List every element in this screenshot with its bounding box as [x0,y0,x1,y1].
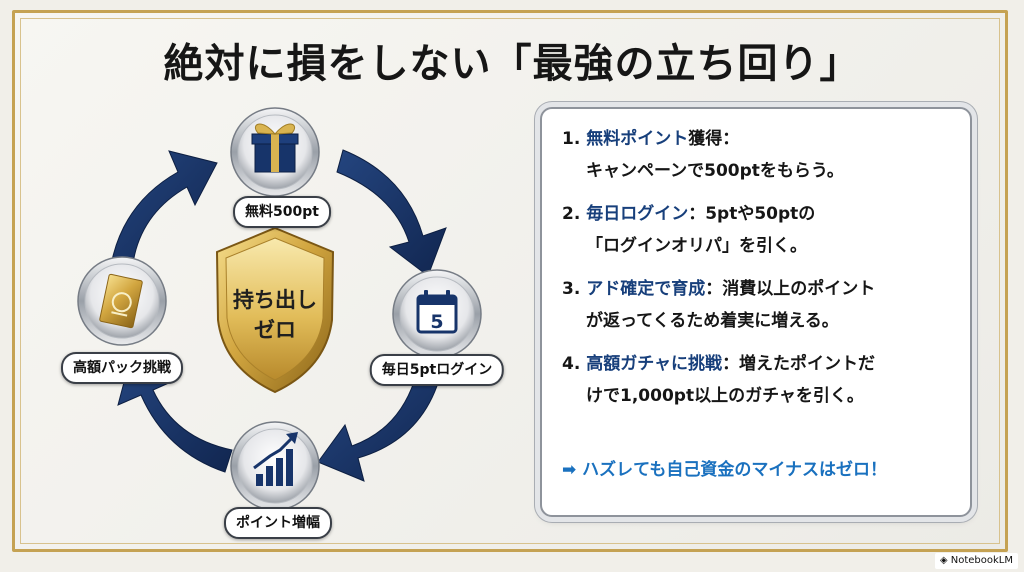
step-text-line2: が返ってくるため着実に増える。 [586,311,839,331]
node-label-daily-login: 毎日5ptログイン [369,354,505,386]
arrow-right-bottom [317,371,440,482]
step-text: ：消費以上のポイント [705,279,876,299]
cycle-arrows [110,149,447,482]
step-number: 3. [562,279,581,299]
step-item: 3. アド確定で育成：消費以上のポイント が返ってくるため着実に増える。 [562,273,962,337]
step-keyword: アド確定で育成 [586,279,706,299]
step-text: 獲得： [688,129,740,149]
node-label-point-boost: ポイント増幅 [224,507,332,539]
step-keyword: 毎日ログイン [586,204,689,224]
calendar-day-number: 5 [430,311,443,333]
notebook-logo-icon: ◈ [939,555,948,566]
step-number: 4. [562,354,581,374]
arrow-right-icon: ➡ [562,460,577,480]
node-free-points [230,107,320,197]
shield-center-text: 持ち出し ゼロ [233,288,317,342]
node-premium-pack [77,256,167,346]
step-text: ：5ptや50ptの [688,204,816,224]
conclusion: ➡ ハズレても自己資金のマイナスはゼロ！ [562,455,887,485]
center-shield [215,226,335,394]
step-text: ：増えたポイントだ [722,354,876,374]
node-point-boost [230,421,320,511]
step-number: 2. [562,204,581,224]
arrow-top-right [336,149,447,277]
card-pack-icon [99,273,143,329]
notebooklm-watermark: ◈ NotebookLM [934,553,1018,569]
step-keyword: 無料ポイント [586,129,689,149]
step-text-line2: けで1,000pt以上のガチャを引く。 [586,386,864,406]
gift-box-icon [251,123,299,173]
arrow-left-top [110,150,218,271]
step-keyword: 高額ガチャに挑戦 [586,354,723,374]
step-number: 1. [562,129,581,149]
steps-panel: 1. 無料ポイント獲得： キャンペーンで500ptをもらう。 2. 毎日ログイン… [540,107,972,517]
calendar-icon: 5 [416,290,458,334]
step-text-line2: キャンペーンで500ptをもらう。 [586,161,844,181]
step-item: 1. 無料ポイント獲得： キャンペーンで500ptをもらう。 [562,123,962,187]
node-label-premium-pack: 高額パック挑戦 [61,352,183,384]
conclusion-text: ハズレても自己資金のマイナスはゼロ！ [582,460,887,480]
step-text-line2: 「ログインオリパ」を引く。 [586,236,807,256]
steps-list: 1. 無料ポイント獲得： キャンペーンで500ptをもらう。 2. 毎日ログイン… [562,123,962,423]
rising-bar-chart-icon [253,432,298,486]
step-item: 2. 毎日ログイン：5ptや50ptの 「ログインオリパ」を引く。 [562,198,962,262]
step-item: 4. 高額ガチャに挑戦：増えたポイントだ けで1,000pt以上のガチャを引く。 [562,348,962,412]
page-title: 絶対に損をしない「最強の立ち回り」 [163,41,861,87]
node-label-free-points: 無料500pt [233,196,331,228]
watermark-text: NotebookLM [950,555,1013,566]
node-daily-login: 5 [392,269,482,359]
